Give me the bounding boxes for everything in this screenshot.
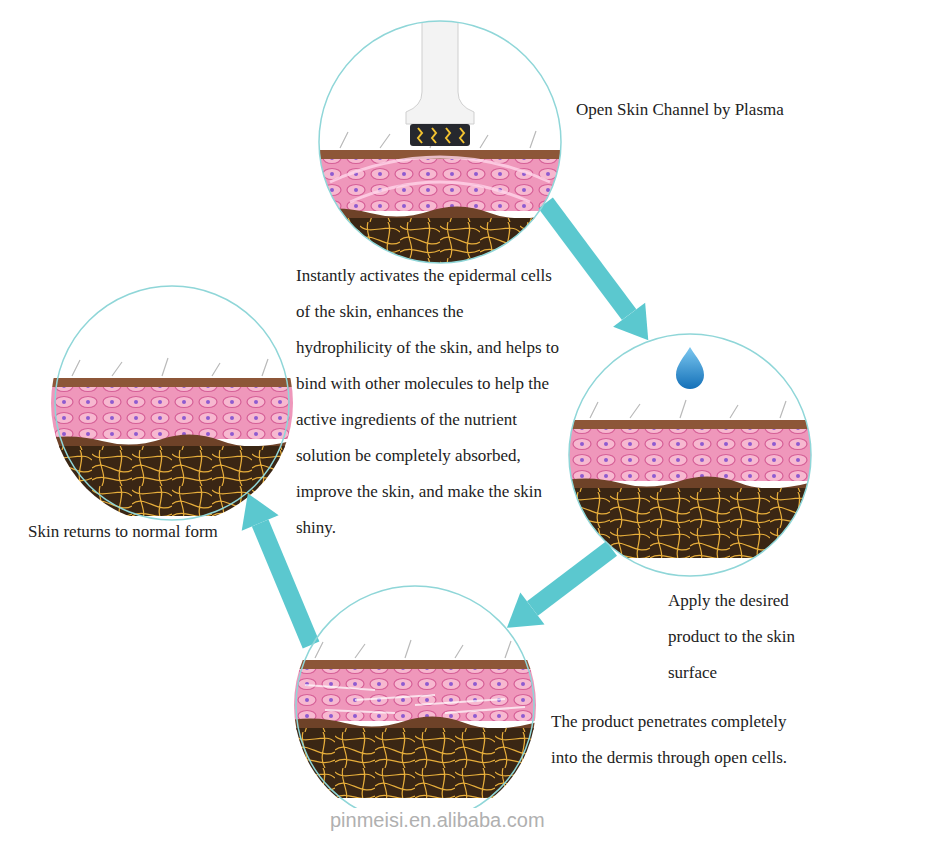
arrowhead <box>242 493 279 530</box>
step-description: Instantly activates the epidermal cells … <box>296 258 561 546</box>
step-circle: Skin returns to normal form <box>54 285 290 521</box>
step-caption: Skin returns to normal form <box>28 514 218 550</box>
arrow-shaft <box>532 548 611 608</box>
circle-border <box>319 21 561 263</box>
plasma-illustration <box>310 17 570 288</box>
step-circle: Open Skin Channel by PlasmaInstantly act… <box>318 20 562 264</box>
flow-arrow <box>507 548 612 627</box>
arrow-shaft <box>260 523 311 645</box>
step-caption: Apply the desired product to the skin su… <box>668 583 833 691</box>
step-circle: Apply the desired product to the skin su… <box>568 333 812 577</box>
flow-arrow <box>546 203 649 340</box>
step-caption: The product penetrates completely into t… <box>551 704 813 776</box>
circle-outline <box>568 333 812 577</box>
penetration-illustration <box>285 640 545 798</box>
arrowhead <box>507 593 545 628</box>
circle-border <box>296 586 534 824</box>
circle-border <box>569 334 811 576</box>
product-illustration <box>560 347 820 558</box>
normal-skin-illustration <box>42 358 302 516</box>
watermark: pinmeisi.en.alibaba.com <box>326 808 549 832</box>
circle-border <box>55 286 289 520</box>
circle-outline <box>295 585 535 825</box>
flow-arrow <box>242 493 311 645</box>
step-caption: Open Skin Channel by Plasma <box>576 92 784 128</box>
arrow-shaft <box>546 203 629 315</box>
step-circle: The product penetrates completely into t… <box>295 585 535 825</box>
arrowhead <box>613 303 648 341</box>
circle-outline <box>54 285 290 521</box>
circle-outline <box>318 20 562 264</box>
